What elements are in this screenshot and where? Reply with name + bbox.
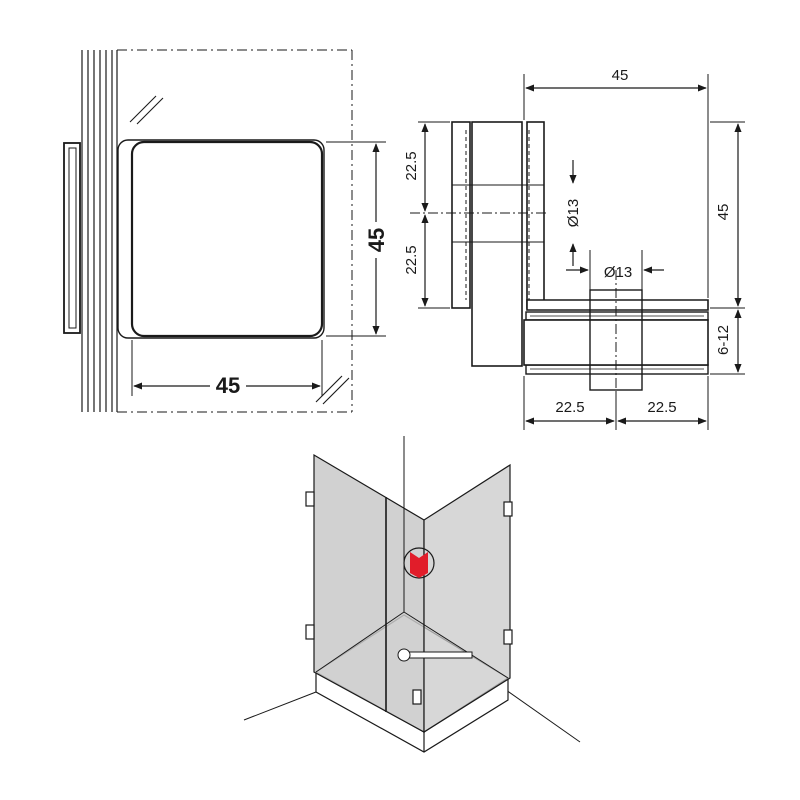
glass-hatch xyxy=(129,95,350,405)
side-view xyxy=(410,74,745,430)
connector-highlight-icon xyxy=(410,552,428,578)
side-lower-hole-label: Ø13 xyxy=(604,264,632,281)
side-left-plate xyxy=(451,121,471,309)
side-right-plate xyxy=(526,121,545,309)
side-bottom-right-label: 22.5 xyxy=(647,399,676,416)
side-central-body xyxy=(471,121,523,367)
side-lower-half-label: 22.5 xyxy=(403,245,420,274)
wall-edge-lines xyxy=(81,50,118,412)
glass-outline xyxy=(117,49,353,413)
side-top-width-label: 45 xyxy=(612,67,629,84)
side-total-height-label: 45 xyxy=(715,204,732,221)
side-upper-hole-label: Ø13 xyxy=(565,199,582,227)
side-lower-arm xyxy=(526,299,709,311)
front-view xyxy=(63,49,386,413)
side-upper-half-label: 22.5 xyxy=(403,151,420,180)
side-glass-thickness-label: 6-12 xyxy=(715,325,732,355)
glass-gap-band xyxy=(525,311,709,375)
front-width-label: 45 xyxy=(216,373,240,398)
front-height-label: 45 xyxy=(364,228,389,252)
side-bottom-left-label: 22.5 xyxy=(555,399,584,416)
clamp-face xyxy=(130,140,324,338)
back-plate xyxy=(63,142,81,334)
installation-view xyxy=(243,436,581,753)
